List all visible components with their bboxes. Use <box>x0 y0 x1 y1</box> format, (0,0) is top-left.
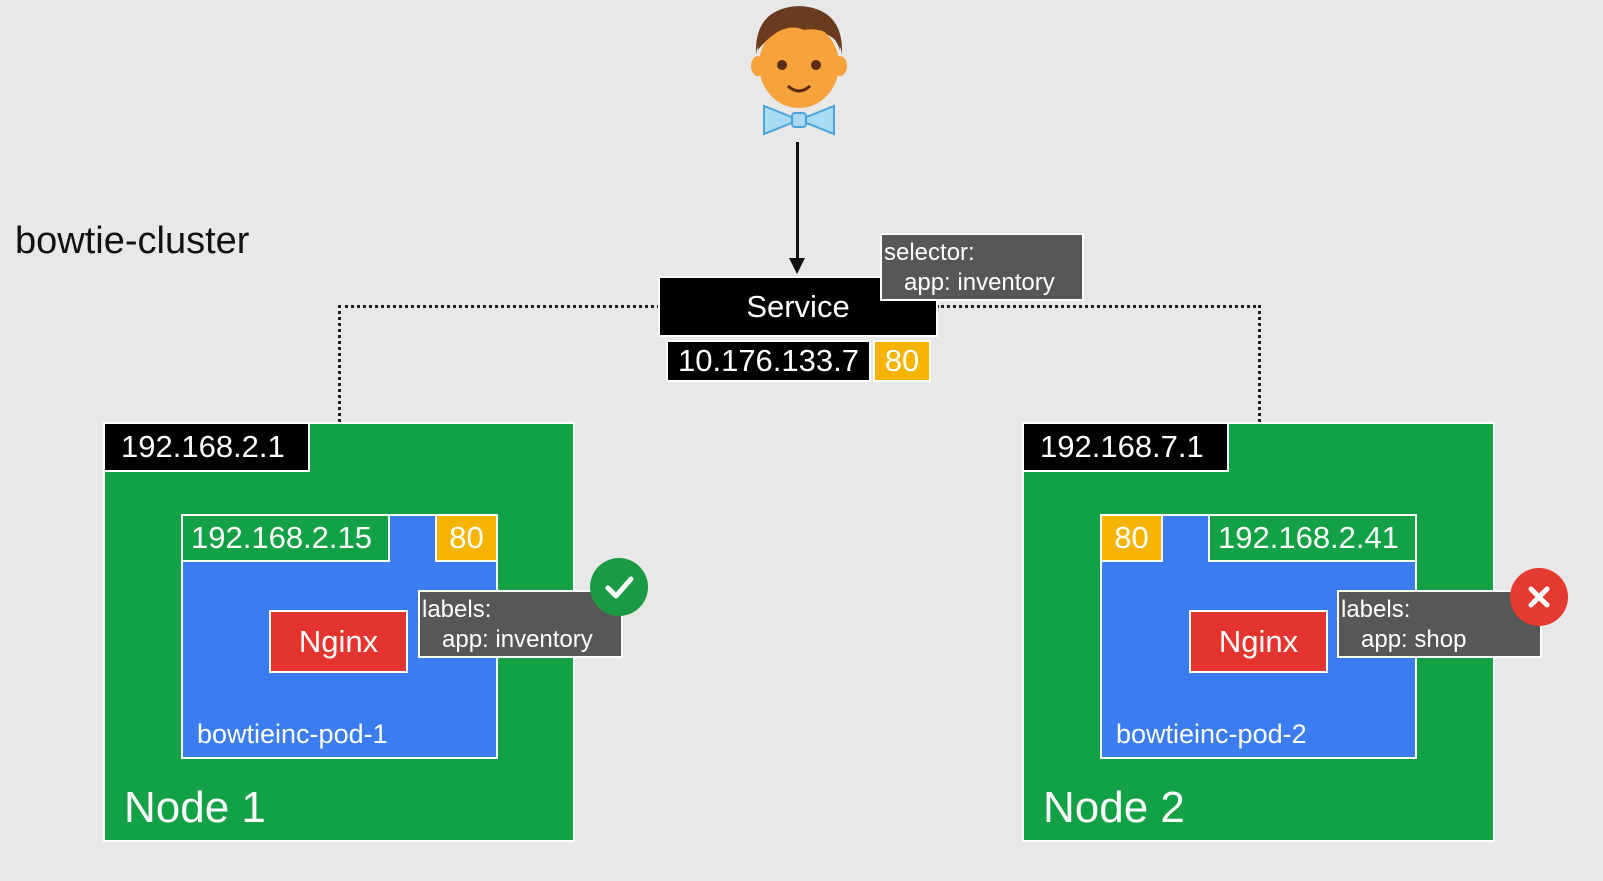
pod-2-labels-note: labels: app: shop <box>1337 590 1542 658</box>
node-2-ip: 192.168.7.1 <box>1022 422 1229 472</box>
connector-left <box>338 305 660 308</box>
pod-1-name: bowtieinc-pod-1 <box>197 719 388 749</box>
service-ip: 10.176.133.7 <box>666 340 871 382</box>
pod-2-ip: 192.168.2.41 <box>1208 514 1417 562</box>
x-mark-icon <box>1510 568 1568 626</box>
pod-1-ip: 192.168.2.15 <box>181 514 390 562</box>
cluster-title: bowtie-cluster <box>15 220 250 262</box>
node-1-label: Node 1 <box>124 783 266 832</box>
pod-1-container: Nginx <box>269 610 408 673</box>
pod-1-labels-note: labels: app: inventory <box>418 590 623 658</box>
connector-right-vertical <box>1258 305 1261 422</box>
node-1-ip: 192.168.2.1 <box>103 422 310 472</box>
pod-2-port: 80 <box>1100 514 1163 562</box>
user-avatar-icon <box>744 0 854 140</box>
connector-right <box>936 305 1261 308</box>
connector-left-vertical <box>338 305 341 422</box>
node-2-label: Node 2 <box>1043 783 1185 832</box>
service-selector-note: selector: app: inventory <box>880 233 1084 301</box>
service-port: 80 <box>873 340 931 382</box>
arrow-head-icon <box>789 258 805 274</box>
checkmark-icon <box>590 558 648 616</box>
request-arrow <box>796 142 799 260</box>
pod-2-container: Nginx <box>1189 610 1328 673</box>
pod-1-port: 80 <box>435 514 498 562</box>
pod-2-name: bowtieinc-pod-2 <box>1116 719 1307 749</box>
